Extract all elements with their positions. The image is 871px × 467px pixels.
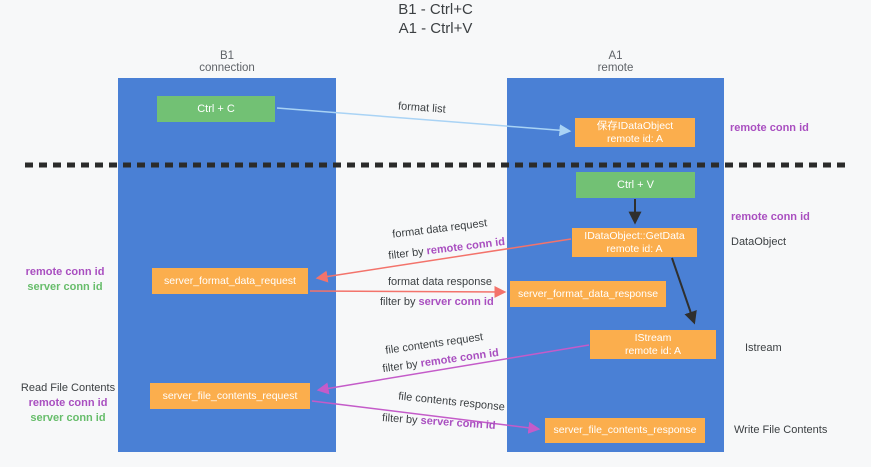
right-column-name: A1 — [608, 50, 623, 62]
save-dataobject-node: 保存IDataObject remote id: A — [575, 118, 695, 147]
save-dataobject-line1: 保存IDataObject — [596, 119, 674, 132]
istream-node: IStream remote id: A — [590, 330, 716, 359]
server-file-contents-request-label: server_file_contents_request — [162, 389, 298, 402]
annotation-dataobject: DataObject — [731, 236, 787, 248]
format-data-request-arrow — [315, 238, 572, 283]
getdata-to-istream-arrow — [671, 257, 697, 325]
annotation-remote-conn-id-top: remote conn id — [730, 122, 809, 134]
ctrl-c-label: Ctrl + C — [197, 102, 235, 115]
server-file-contents-response-label: server_file_contents_response — [553, 424, 697, 436]
filter-prefix: filter by — [380, 296, 419, 308]
title-line-2: A1 - Ctrl+V — [398, 20, 473, 37]
right-column-subtitle: remote — [597, 62, 634, 74]
format-list-arrow — [276, 107, 572, 137]
annotation-remote-conn-id-left-1: remote conn id — [25, 266, 105, 278]
annotation-istream: Istream — [745, 342, 782, 354]
server-format-data-request-node: server_format_data_request — [152, 268, 308, 294]
ctrl-v-label: Ctrl + V — [617, 178, 654, 191]
server-file-contents-request-node: server_file_contents_request — [150, 383, 310, 409]
annotation-server-conn-id-left-2: server conn id — [30, 412, 106, 424]
server-format-data-response-node: server_format_data_response — [510, 281, 666, 307]
title-line-1: B1 - Ctrl+C — [398, 1, 473, 18]
annotation-write-file-contents: Write File Contents — [734, 424, 828, 436]
left-annotation-group-format: remote conn id server conn id — [15, 265, 115, 295]
file-contents-request-arrow — [316, 344, 590, 395]
file-contents-response-arrow — [311, 400, 541, 434]
istream-line1: IStream — [634, 331, 672, 344]
getdata-line1: IDataObject::GetData — [584, 229, 685, 242]
filter-key-server-conn-id: server conn id — [418, 296, 494, 308]
left-column-subtitle: connection — [199, 62, 255, 74]
getdata-line2: remote id: A — [606, 242, 663, 255]
right-column-header: A1 remote — [507, 50, 724, 74]
left-column-header: B1 connection — [118, 50, 336, 74]
ctrl-c-node: Ctrl + C — [157, 96, 275, 122]
format-data-response-filter-label: filter by server conn id — [380, 296, 494, 308]
annotation-read-file-contents: Read File Contents — [20, 382, 116, 394]
ctrl-v-node: Ctrl + V — [576, 172, 695, 198]
annotation-remote-conn-id-left-2: remote conn id — [28, 397, 108, 409]
getdata-node: IDataObject::GetData remote id: A — [572, 228, 697, 257]
save-dataobject-line2: remote id: A — [606, 132, 664, 145]
istream-line2: remote id: A — [624, 344, 682, 357]
server-format-data-request-label: server_format_data_request — [164, 274, 296, 287]
annotation-server-conn-id-left-1: server conn id — [27, 281, 103, 293]
server-file-contents-response-node: server_file_contents_response — [545, 418, 705, 443]
server-format-data-response-label: server_format_data_response — [517, 287, 659, 300]
page-title: B1 - Ctrl+C A1 - Ctrl+V — [0, 0, 871, 38]
left-column-name: B1 — [219, 50, 235, 62]
left-annotation-group-file: Read File Contents remote conn id server… — [12, 381, 124, 426]
format-data-response-arrow-label: format data response — [388, 276, 492, 288]
format-data-response-arrow — [309, 285, 507, 298]
annotation-remote-conn-id-mid: remote conn id — [731, 211, 810, 223]
